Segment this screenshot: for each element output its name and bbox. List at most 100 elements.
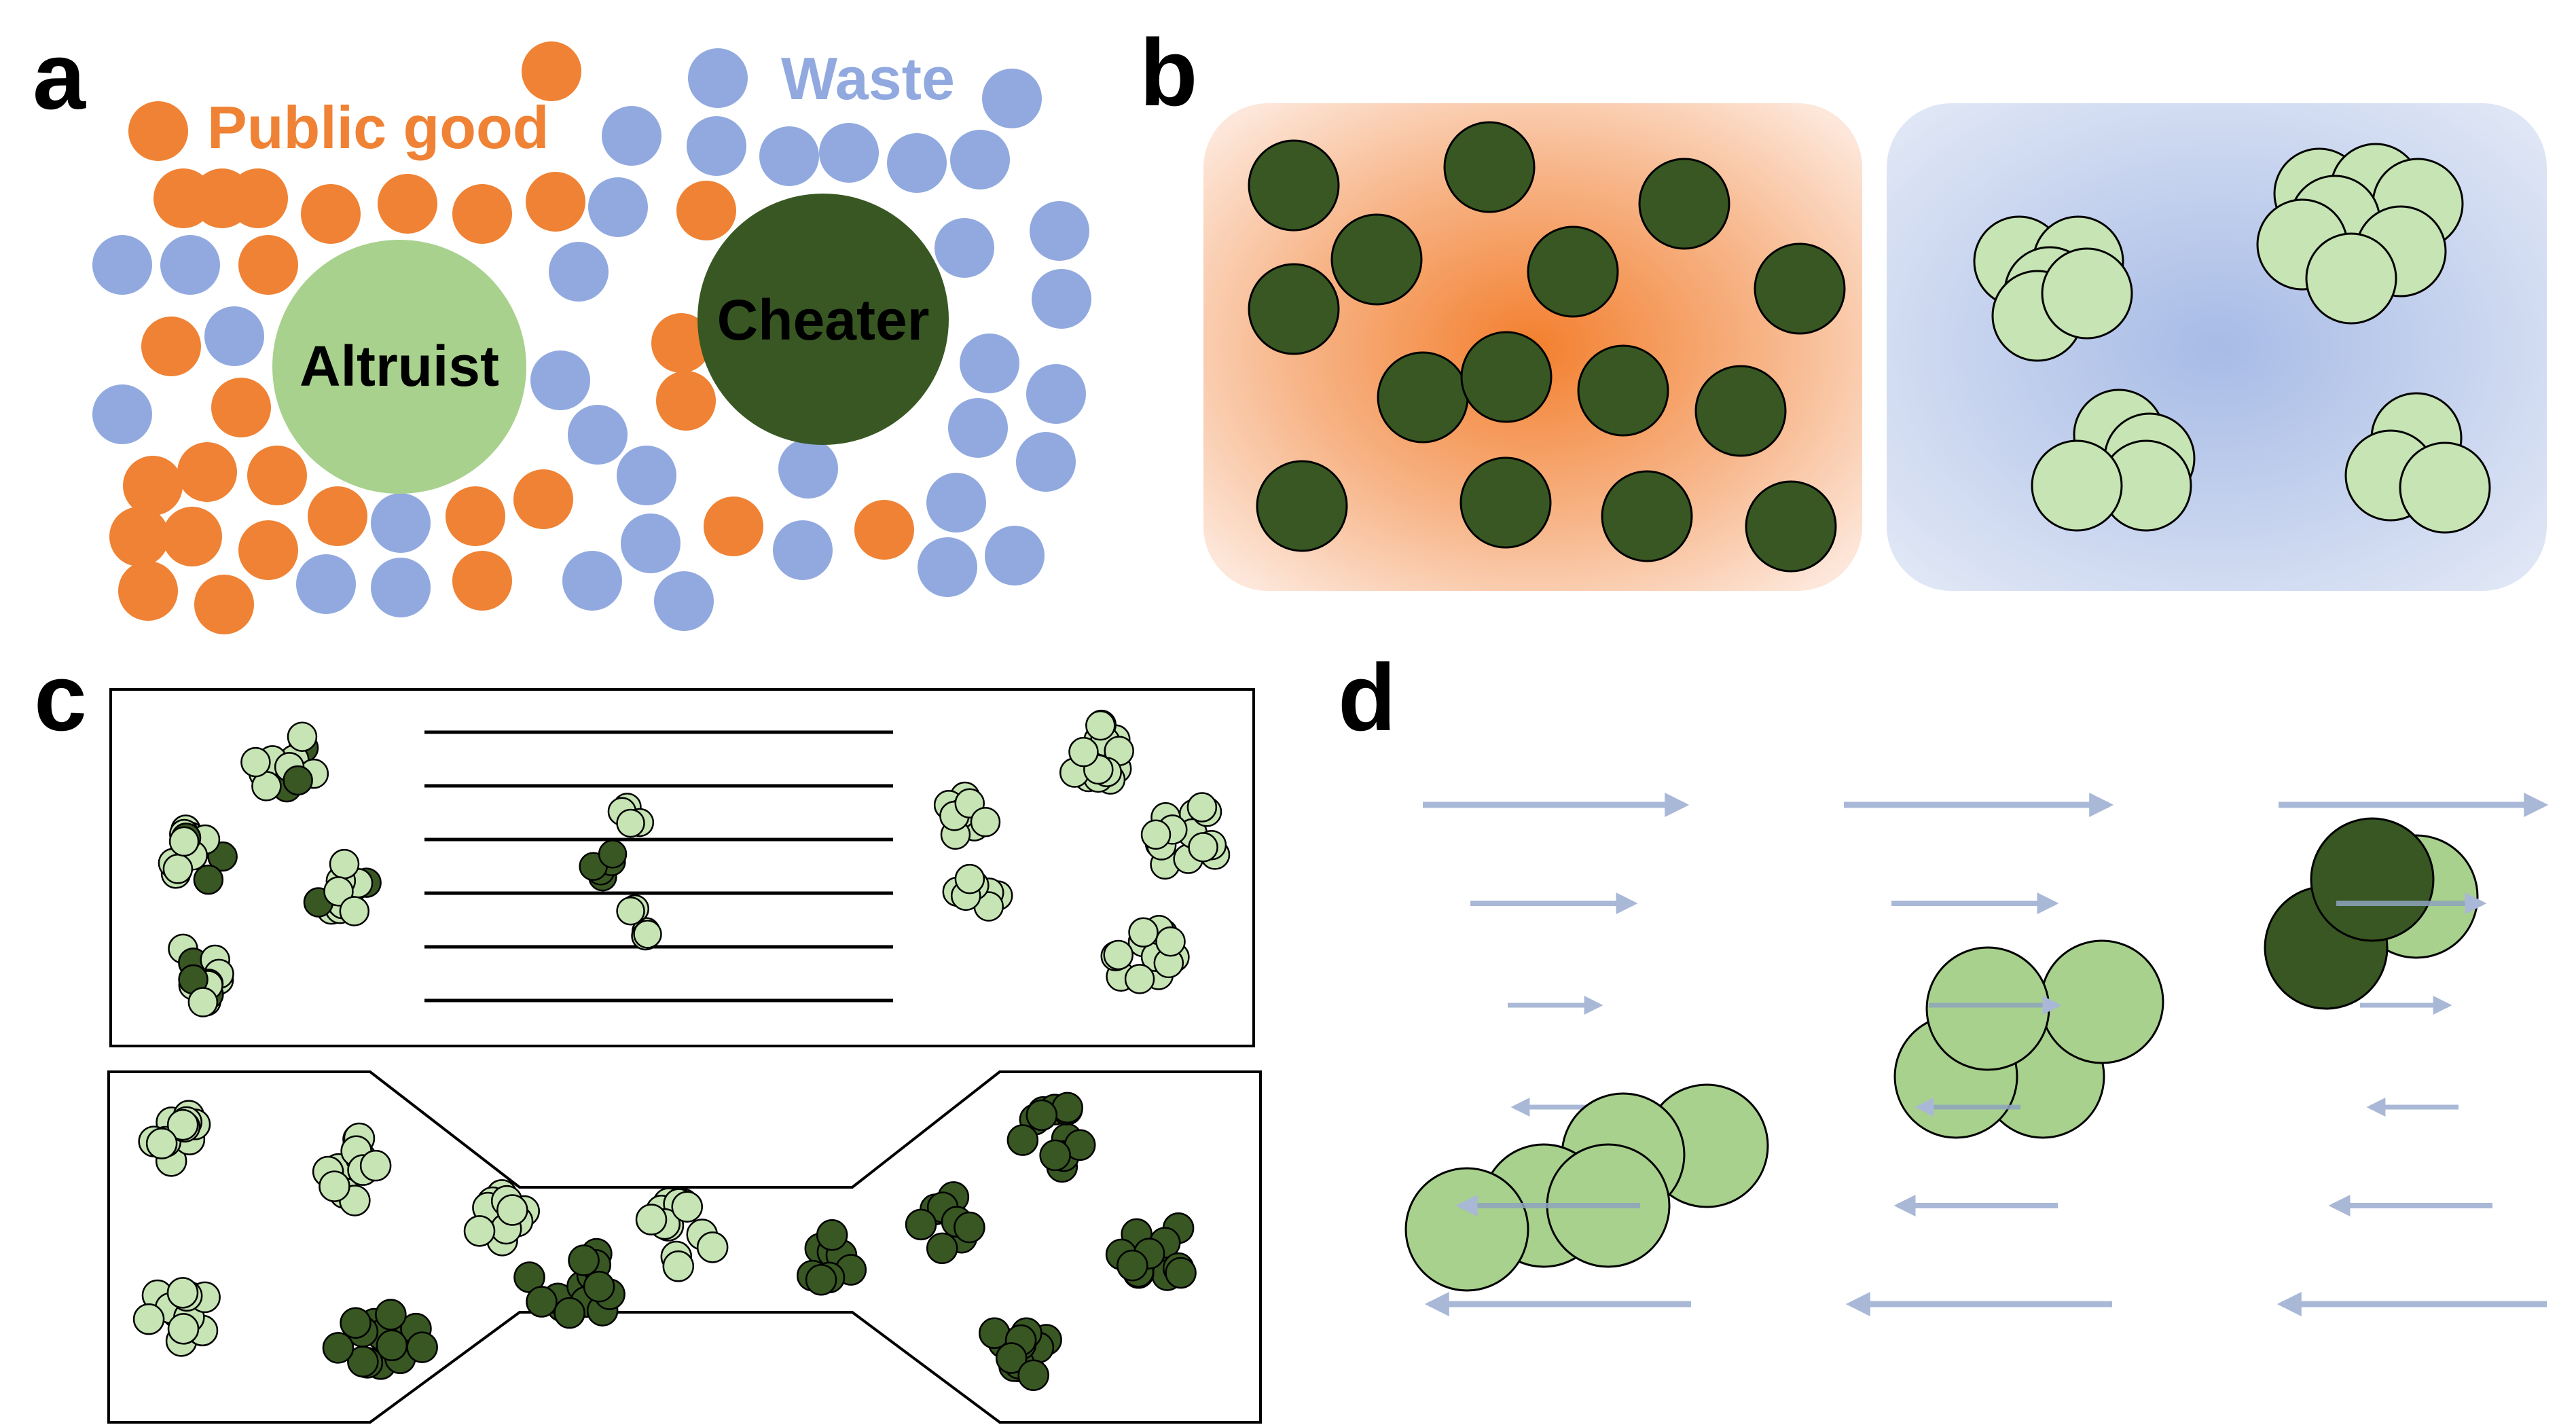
panel-d-letter: d bbox=[1338, 644, 1396, 751]
waste-molecule bbox=[617, 446, 676, 505]
public-good-molecule bbox=[247, 446, 307, 505]
altruist-cluster bbox=[662, 1250, 695, 1282]
altruist-cell bbox=[272, 240, 526, 494]
public-good-molecule bbox=[526, 172, 585, 232]
public-good-molecule bbox=[522, 41, 581, 101]
altruist-cluster bbox=[1155, 926, 1186, 957]
panel-b-letter: b bbox=[1140, 19, 1198, 126]
cheater-cluster bbox=[805, 1264, 837, 1296]
straight-channel bbox=[109, 688, 1255, 1047]
altruist-cluster bbox=[616, 896, 645, 926]
panel-b-cells bbox=[1248, 121, 2491, 573]
mixed-cluster bbox=[287, 721, 318, 752]
waste-molecule bbox=[204, 306, 264, 366]
altruist-cell bbox=[1404, 1167, 1529, 1292]
cheater-cell bbox=[1330, 213, 1423, 306]
flow-arrows-overlay bbox=[1455, 892, 2487, 1216]
cheater-cluster bbox=[376, 1329, 408, 1362]
cheater-cell bbox=[1460, 331, 1553, 423]
waste-molecule bbox=[654, 571, 714, 631]
public-good-molecule bbox=[162, 507, 222, 566]
cheater-cell bbox=[1577, 344, 1669, 437]
public-good-molecule bbox=[676, 181, 736, 240]
public-good-molecule bbox=[446, 486, 505, 546]
cheater-cell bbox=[1256, 460, 1348, 552]
cheater-cell bbox=[1694, 365, 1787, 457]
public-good-molecule bbox=[118, 561, 178, 621]
waste-molecule bbox=[982, 69, 1042, 128]
waste-molecule bbox=[621, 513, 681, 573]
waste-molecule bbox=[960, 333, 1019, 393]
panel-d-cells bbox=[1404, 817, 2479, 1292]
cheater-cluster bbox=[568, 1244, 600, 1276]
cheater-cell bbox=[1527, 226, 1619, 318]
altruist-cluster bbox=[616, 808, 645, 838]
altruist-cluster bbox=[132, 1303, 165, 1335]
cheater-cluster bbox=[816, 1219, 848, 1251]
altruist-cluster bbox=[696, 1231, 729, 1263]
cheater-cluster bbox=[1017, 1359, 1049, 1391]
cheater-cell bbox=[2310, 817, 2435, 942]
altruist-cluster bbox=[671, 1191, 703, 1223]
cheater-cell bbox=[1601, 470, 1693, 562]
altruist-cell bbox=[1925, 946, 2050, 1071]
waste-label: Waste bbox=[781, 45, 955, 112]
waste-molecule bbox=[568, 405, 628, 465]
altruist-cell bbox=[2399, 441, 2491, 534]
public-good-molecule bbox=[141, 317, 201, 376]
public-good-molecule bbox=[128, 101, 188, 161]
mixed-cluster bbox=[162, 854, 194, 884]
altruist-cluster bbox=[1085, 710, 1116, 741]
constricted-channel bbox=[107, 1070, 1262, 1424]
public-good-molecule bbox=[238, 520, 298, 580]
altruist-cell bbox=[2041, 247, 2133, 340]
public-good-molecule bbox=[452, 551, 512, 611]
public-good-molecule bbox=[513, 469, 573, 529]
altruist-cluster bbox=[463, 1215, 496, 1247]
cheater-cell bbox=[697, 194, 949, 445]
cheater-cluster bbox=[375, 1299, 407, 1331]
altruist-cluster bbox=[145, 1128, 178, 1159]
waste-molecule bbox=[1032, 269, 1091, 329]
cheater-cell bbox=[1443, 121, 1536, 213]
mixed-cluster bbox=[329, 848, 360, 880]
altruist-cluster bbox=[954, 863, 985, 895]
cheater-cluster bbox=[322, 1332, 355, 1364]
public-good-molecule bbox=[656, 371, 716, 431]
cheater-cluster bbox=[905, 1208, 937, 1241]
altruist-cluster bbox=[167, 1313, 200, 1345]
waste-molecule bbox=[926, 473, 986, 533]
cheater-cluster bbox=[526, 1286, 558, 1318]
cheater-cell bbox=[1377, 351, 1469, 444]
mixed-cluster bbox=[187, 987, 219, 1017]
cheater-cell bbox=[1248, 263, 1340, 355]
waste-molecule bbox=[1026, 364, 1086, 424]
public-good-molecule bbox=[238, 235, 298, 295]
cheater-cluster bbox=[554, 1297, 585, 1329]
waste-molecule bbox=[562, 551, 622, 611]
panel-d: d bbox=[1338, 644, 2549, 1316]
cheater-cell bbox=[1248, 139, 1340, 232]
waste-molecule bbox=[688, 48, 748, 108]
public-good-molecule bbox=[308, 486, 367, 546]
public-good-molecule bbox=[854, 500, 914, 560]
waste-molecule bbox=[887, 133, 947, 193]
altruist-cluster bbox=[1186, 792, 1218, 823]
public-good-molecule bbox=[109, 507, 169, 566]
panel-c: c bbox=[34, 644, 1262, 1424]
waste-molecule bbox=[778, 439, 838, 499]
mixed-cluster bbox=[168, 826, 200, 857]
altruist-cluster bbox=[970, 807, 1001, 837]
cheater-cluster bbox=[1006, 1124, 1039, 1156]
waste-molecule bbox=[371, 558, 431, 617]
waste-molecule bbox=[92, 384, 152, 444]
cheater-cluster bbox=[995, 1342, 1028, 1374]
panel-b: b bbox=[1140, 19, 2547, 591]
altruist-cluster bbox=[1103, 939, 1133, 971]
mixed-cluster bbox=[323, 876, 354, 907]
altruist-cluster bbox=[1140, 819, 1172, 850]
public-good-label: Public good bbox=[207, 94, 549, 161]
altruist-cluster bbox=[166, 1277, 199, 1309]
public-good-molecule bbox=[651, 313, 711, 373]
public-good-molecule bbox=[194, 575, 254, 634]
